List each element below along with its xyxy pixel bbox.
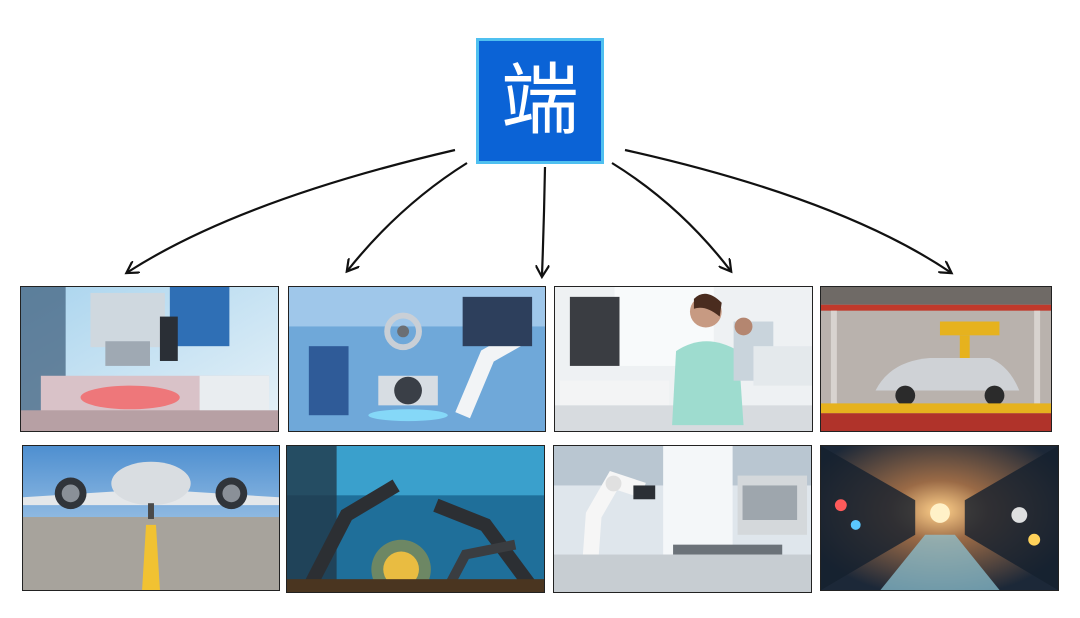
root-node: 端 bbox=[476, 38, 604, 164]
car-assembly-line-image bbox=[820, 286, 1052, 432]
data-center-corridor-image bbox=[820, 445, 1059, 591]
welding-robots-image bbox=[286, 445, 545, 593]
root-label: 端 bbox=[500, 56, 579, 146]
arrow-1 bbox=[128, 148, 456, 272]
factory-inspection-equipment-image bbox=[20, 286, 279, 432]
arrow-4 bbox=[611, 162, 730, 270]
airplane-on-runway-image bbox=[22, 445, 280, 591]
robot-arm-assembly-image bbox=[288, 286, 546, 432]
arrow-2 bbox=[348, 162, 468, 270]
robot-arm-lab-image bbox=[553, 445, 812, 593]
medical-staff-terminal-image bbox=[554, 286, 813, 432]
arrow-5 bbox=[624, 148, 950, 272]
arrow-3 bbox=[542, 166, 545, 275]
